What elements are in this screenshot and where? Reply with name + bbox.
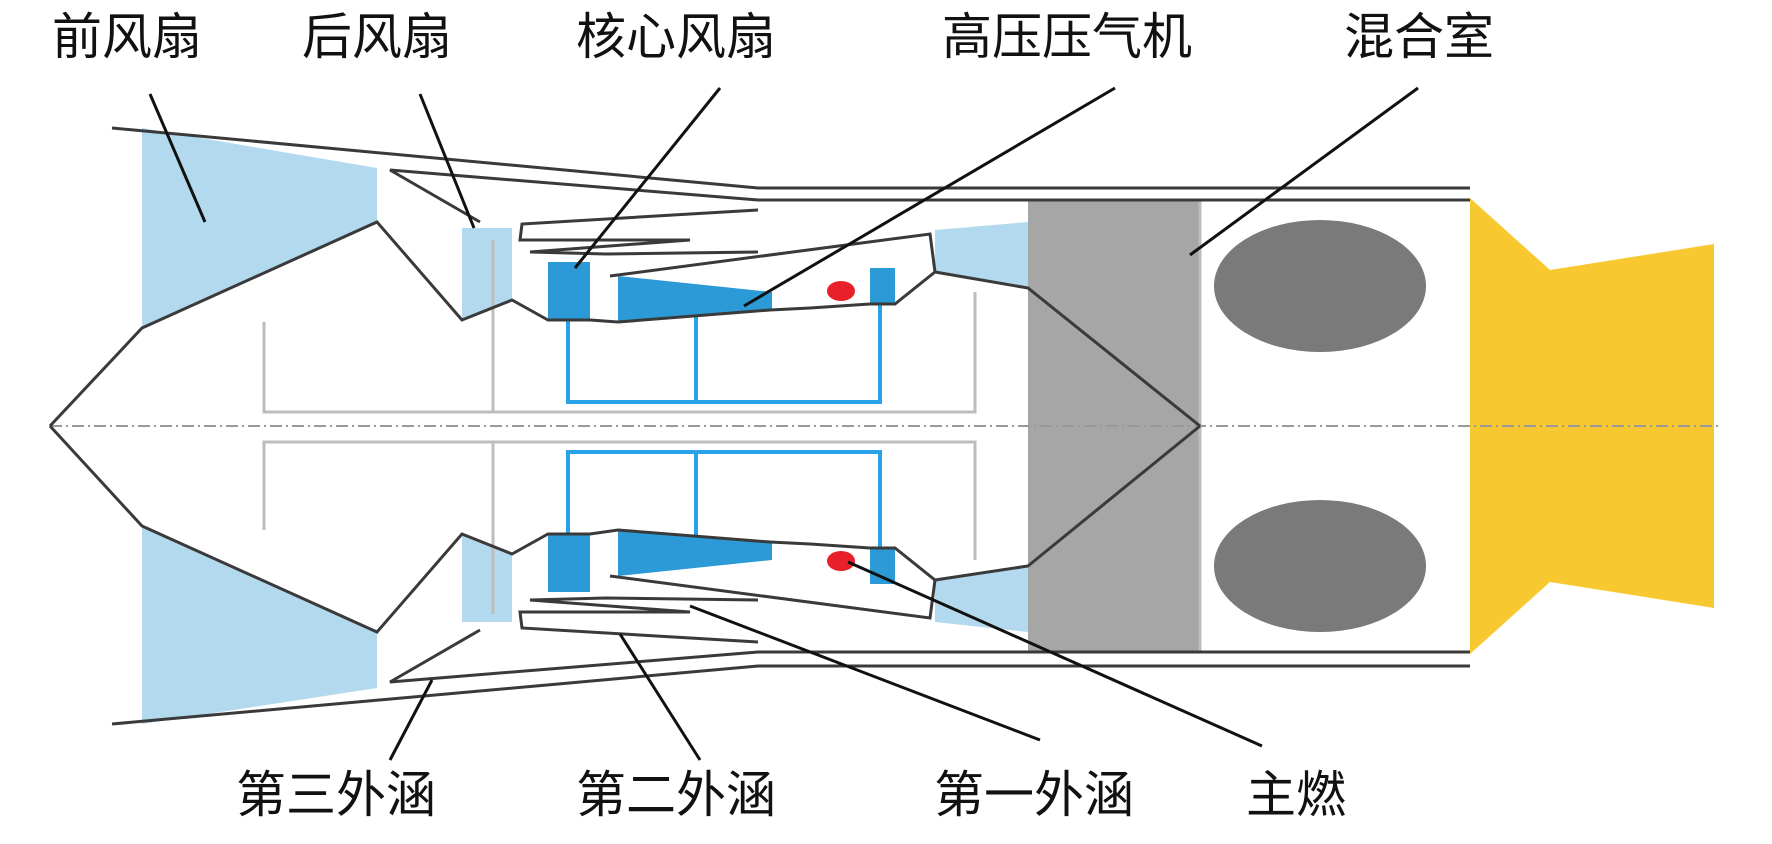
label-second-bypass: 第二外涵 — [576, 766, 776, 824]
casing-outer-upper — [111, 126, 1470, 190]
splitter-second-lower — [518, 596, 759, 644]
splitter-first-lower — [609, 574, 937, 620]
leader-third-bypass — [388, 679, 434, 761]
hub-upper — [48, 220, 1201, 428]
rear-fan-blade-upper — [462, 228, 512, 320]
mixer-blob-lower — [1214, 500, 1426, 632]
shaft-lower — [566, 450, 882, 548]
hp-compressor-lower — [618, 530, 772, 576]
label-core-fan: 核心风扇 — [576, 8, 776, 66]
burner-mark-lower — [827, 551, 855, 571]
core-fan-block-upper — [548, 262, 590, 320]
hub-lower — [48, 424, 1201, 634]
leader-main-burner — [847, 560, 1263, 748]
splitter-third-upper — [389, 168, 759, 224]
label-mixing-chamber: 混合室 — [1344, 8, 1494, 66]
inner-structure-lower — [262, 440, 977, 560]
hp-compressor-upper — [618, 276, 772, 322]
label-rear-fan: 后风扇 — [302, 8, 452, 66]
core-fan-block-lower — [548, 534, 590, 592]
leader-first-bypass — [689, 604, 1041, 742]
front-fan-blade-upper — [142, 128, 377, 328]
lp-turbine-blade-upper — [935, 222, 1028, 288]
shaft-upper — [566, 304, 882, 404]
rear-fan-blade-lower — [462, 534, 512, 622]
inner-structure-upper — [262, 292, 977, 414]
label-front-fan: 前风扇 — [52, 8, 202, 66]
label-main-burner: 主燃 — [1246, 766, 1346, 824]
leader-mixing-chamber — [1189, 86, 1419, 257]
leader-second-bypass — [618, 633, 702, 761]
leader-core-fan — [573, 87, 722, 269]
leader-front-fan — [148, 93, 207, 223]
splitter-second-upper — [518, 208, 759, 256]
label-third-bypass: 第三外涵 — [236, 766, 436, 824]
leader-hp-compressor — [743, 86, 1116, 308]
splitter-first-upper — [609, 232, 937, 278]
label-hp-compressor: 高压压气机 — [942, 8, 1192, 66]
casing-outer-lower — [111, 664, 1470, 726]
mixer-blob-upper — [1214, 220, 1426, 352]
burner-mark-upper — [827, 281, 855, 301]
splitter-third-lower — [389, 628, 759, 684]
lp-turbine-blade-lower — [935, 566, 1028, 632]
turbine-blade-upper — [870, 268, 895, 304]
front-fan-blade-lower — [142, 526, 377, 724]
label-first-bypass: 第一外涵 — [934, 766, 1134, 824]
leader-rear-fan — [418, 93, 476, 229]
